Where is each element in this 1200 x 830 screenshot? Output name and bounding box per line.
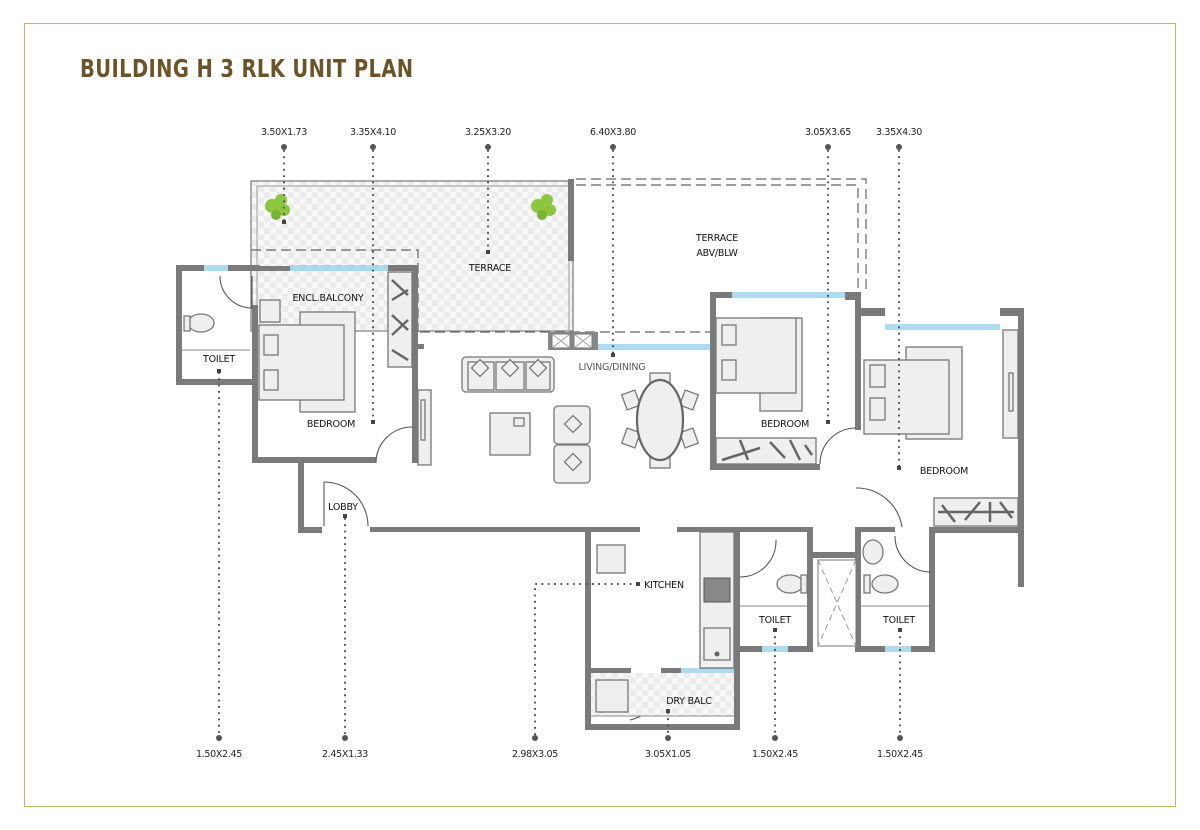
room-label-toilet-2: TOILET [758,615,791,626]
dry-balcony-area [591,673,734,717]
terrace-above-below-outline [251,178,867,333]
wardrobe-icon [387,271,413,368]
dimension-label: 1.50X2.45 [877,749,923,760]
dimension-label: 3.35X4.30 [876,127,922,138]
armchair-icon [553,405,591,484]
room-label-terrace: TERRACE [468,263,511,274]
dimension-label: 3.35X4.10 [350,127,396,138]
wardrobe-icon [933,497,1019,527]
room-label-bedroom-3: BEDROOM [920,466,968,477]
room-label-terrace-above: TERRACE [695,233,738,244]
dimension-label: 1.50X2.45 [196,749,242,760]
toilet-fixture-icon [740,574,808,607]
page-frame [24,23,1176,807]
dimension-label: 3.05X1.05 [645,749,691,760]
wardrobe-icon [715,437,817,465]
room-label-lobby: LOBBY [328,502,358,513]
walls [176,265,1024,730]
room-label-dry-balc: DRY BALC [666,696,712,707]
dimension-label: 3.50X1.73 [261,127,307,138]
kitchen-counter-icon [699,531,735,669]
dimension-label: 2.98X3.05 [512,749,558,760]
dimension-label: 2.45X1.33 [322,749,368,760]
room-label-toilet-3: TOILET [882,615,915,626]
sofa-icon [461,356,555,393]
dining-table-icon [620,372,700,469]
tv-unit-icon [417,389,432,466]
room-label-bedroom-2: BEDROOM [761,419,809,430]
dimension-label: 3.25X3.20 [465,127,511,138]
room-label-living-dining: LIVING/DINING [579,362,646,373]
sliding-door-icon [551,333,593,349]
bed-icon [258,299,356,413]
room-label-toilet-1: TOILET [202,354,235,365]
fridge-icon [596,544,626,574]
shaft-icon [817,559,857,647]
room-label-kitchen: KITCHEN [644,580,684,591]
dimension-label: 1.50X2.45 [752,749,798,760]
bed-icon [715,317,803,412]
page-title: BUILDING H 3 RLK UNIT PLAN [80,54,414,83]
coffee-table-icon [489,412,531,456]
plant-icon [265,194,290,220]
room-label-encl-balcony: ENCL.BALCONY [293,293,364,304]
room-label-bedroom-1: BEDROOM [307,419,355,430]
toilet-fixture-icon [861,539,929,607]
dimension-label: 6.40X3.80 [590,127,636,138]
plant-icon [531,194,556,220]
room-label-terrace-below: ABV/BLW [696,248,738,259]
dimension-leaders [216,144,903,741]
toilet-fixture-icon [182,313,250,351]
dimension-label: 3.05X3.65 [805,127,851,138]
bed-icon [863,346,963,440]
windows [204,265,1000,674]
wardrobe-icon [1002,329,1019,439]
